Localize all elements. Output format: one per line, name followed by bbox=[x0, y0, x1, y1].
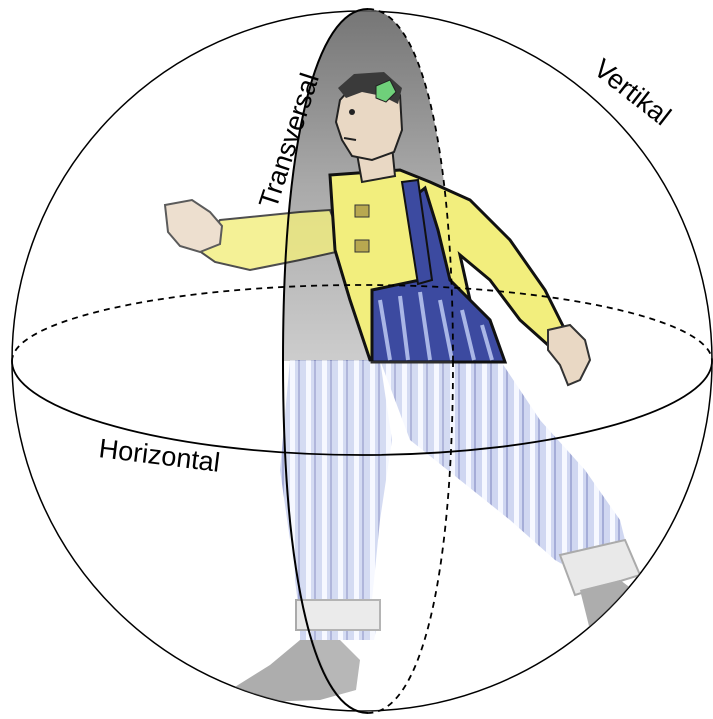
shirt-button bbox=[355, 205, 369, 217]
shirt-button bbox=[355, 240, 369, 252]
label-vertikal: Vertikal bbox=[588, 53, 676, 131]
right-hand bbox=[548, 325, 590, 385]
label-horizontal: Horizontal bbox=[97, 433, 221, 478]
